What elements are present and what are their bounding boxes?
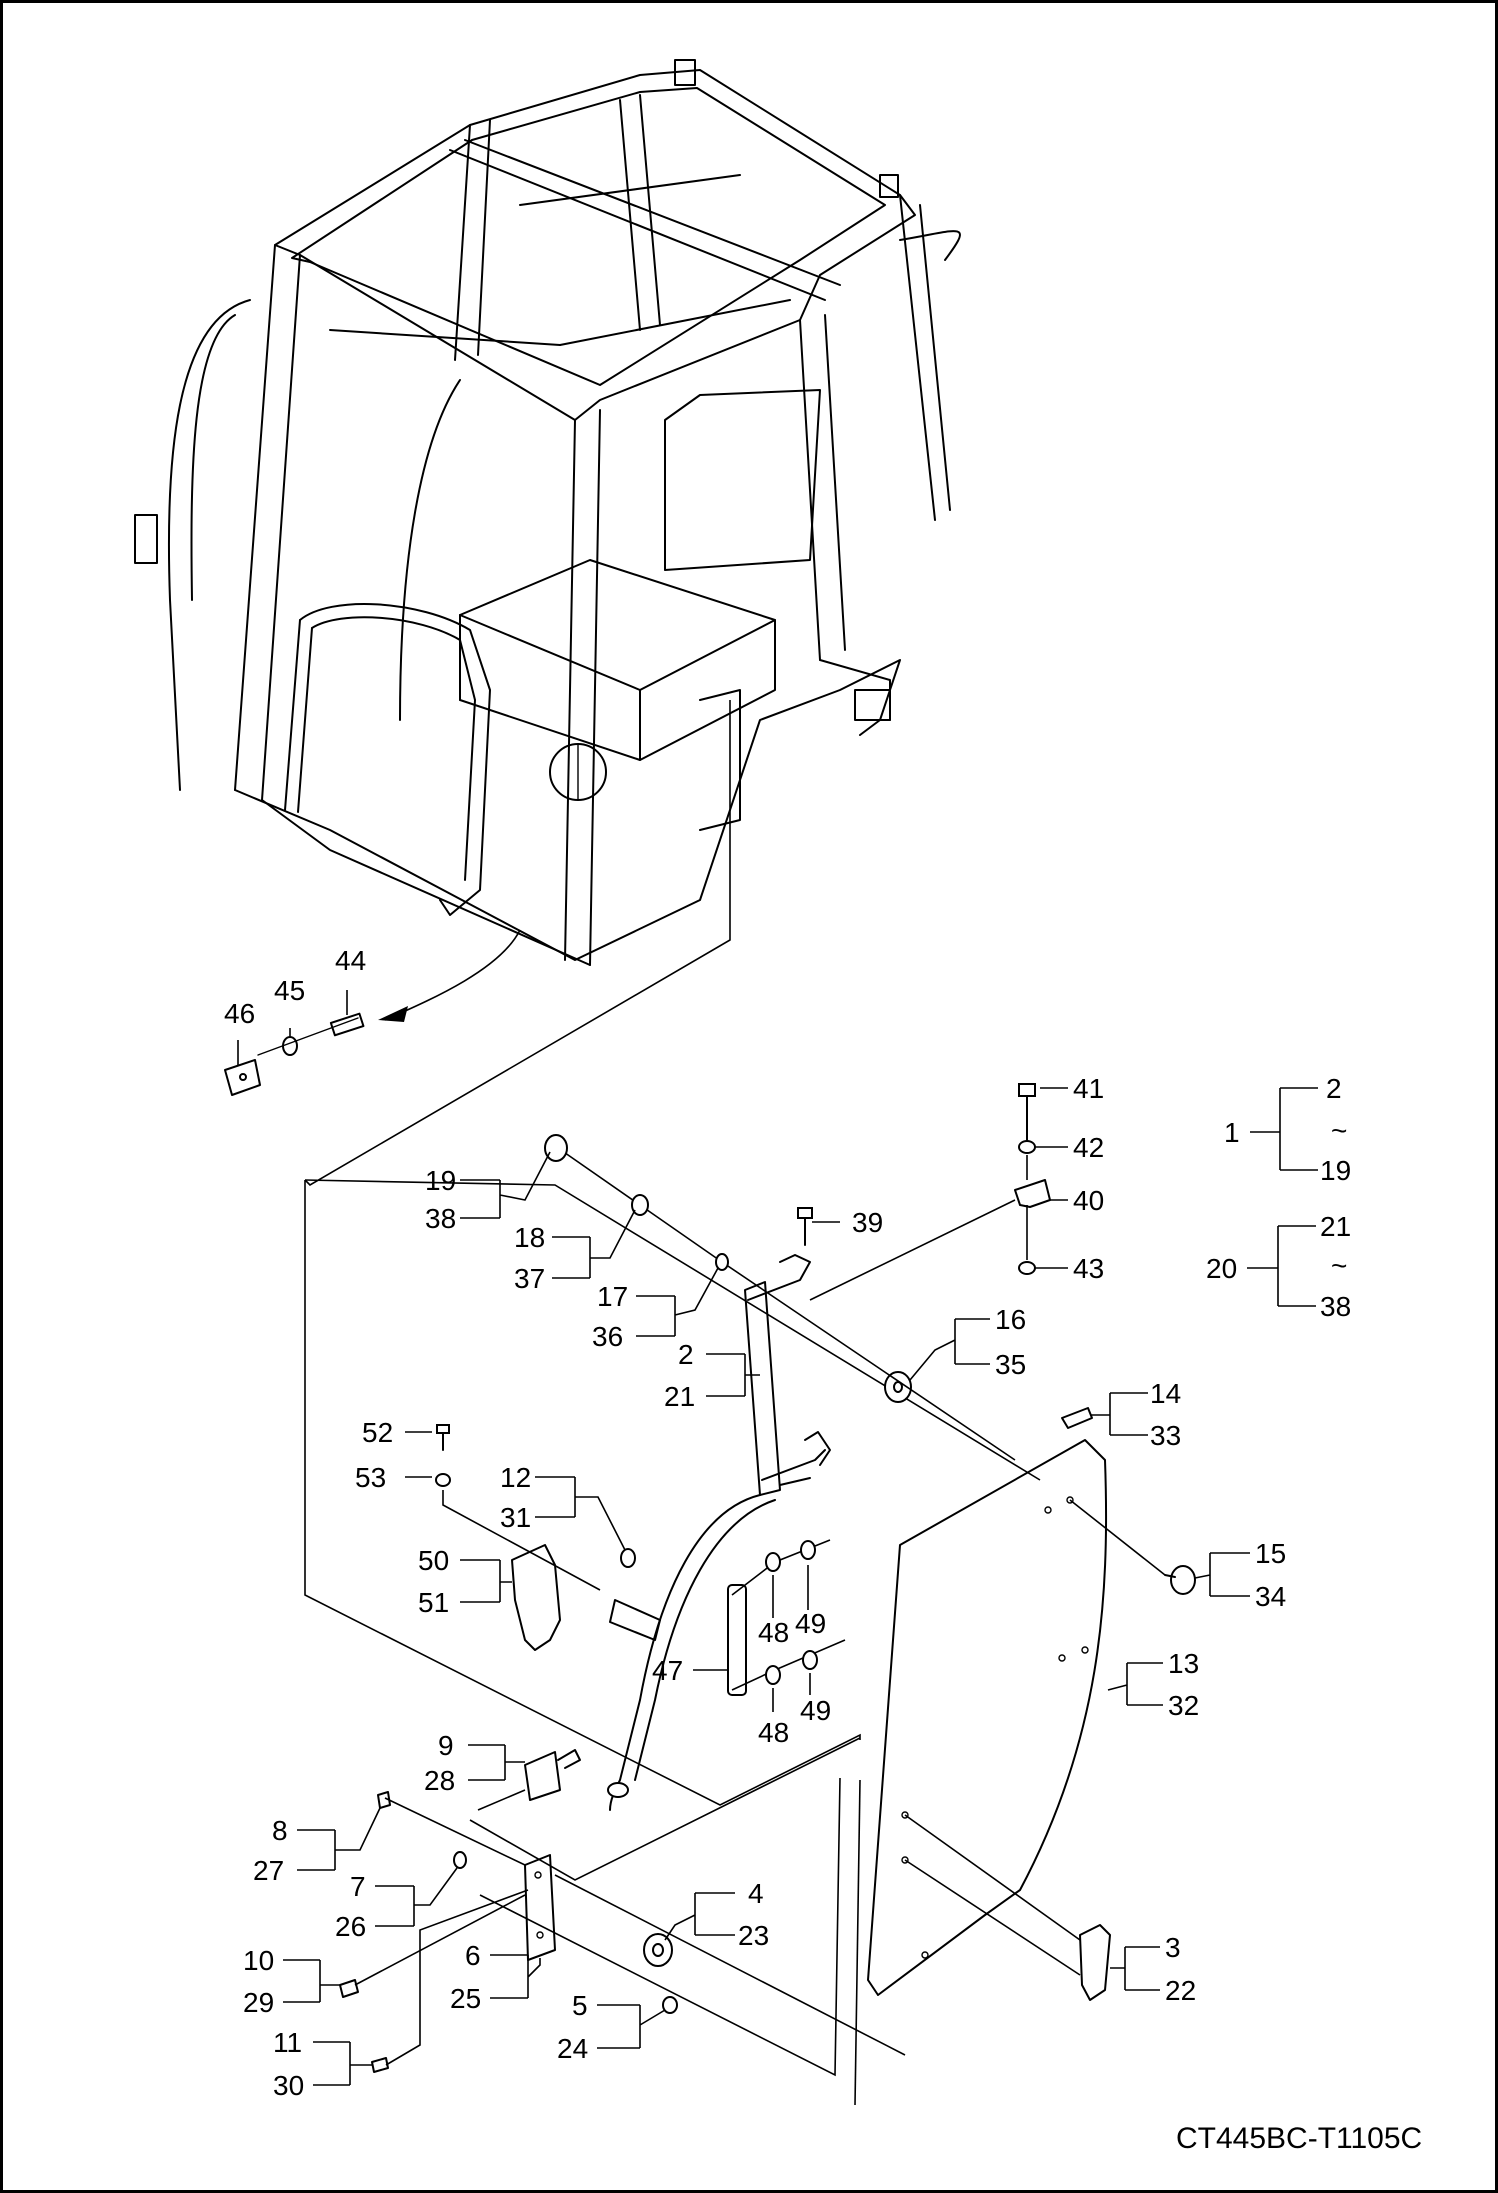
callout-14: 14 <box>1150 1378 1181 1409</box>
callout-29: 29 <box>243 1987 274 2018</box>
callout-23: 23 <box>738 1920 769 1951</box>
callout-26: 26 <box>335 1911 366 1942</box>
callout-7: 7 <box>350 1871 366 1902</box>
callout-13: 13 <box>1168 1648 1199 1679</box>
callout-21: 21 <box>664 1381 695 1412</box>
callout-25: 25 <box>450 1983 481 2014</box>
callout-11: 11 <box>273 2027 302 2058</box>
callout-5: 5 <box>572 1990 588 2021</box>
callout-31: 31 <box>500 1502 531 1533</box>
callout-53: 53 <box>355 1462 386 1493</box>
callout-2: 2 <box>678 1339 694 1370</box>
callout-46: 46 <box>224 998 255 1029</box>
pin-group-44-46 <box>224 1012 365 1096</box>
callout-47: 47 <box>652 1655 683 1686</box>
callout-18: 18 <box>514 1222 545 1253</box>
callout-43: 43 <box>1073 1253 1104 1284</box>
callout-28: 28 <box>424 1765 455 1796</box>
callout-36: 36 <box>592 1321 623 1352</box>
callout-6: 6 <box>465 1940 481 1971</box>
callout-44: 44 <box>335 945 366 976</box>
callout-37: 37 <box>514 1263 545 1294</box>
door-assembly-drawing <box>304 1083 1196 2106</box>
callout-12: 12 <box>500 1462 531 1493</box>
cab-frame-drawing <box>134 59 961 966</box>
callout-10: 10 <box>243 1945 274 1976</box>
callout-51: 51 <box>418 1587 449 1618</box>
callout-42: 42 <box>1073 1132 1104 1163</box>
callout-49-lower: 49 <box>800 1695 831 1726</box>
callout-19: 19 <box>425 1165 456 1196</box>
group-20-head: 20 <box>1206 1253 1237 1284</box>
group-20-tilde: ~ <box>1331 1250 1347 1281</box>
callout-24: 24 <box>557 2033 588 2064</box>
callout-41: 41 <box>1073 1073 1104 1104</box>
group-20-top: 21 <box>1320 1211 1351 1242</box>
callout-22: 22 <box>1165 1975 1196 2006</box>
group-1-bottom: 19 <box>1320 1155 1351 1186</box>
group-1-top: 2 <box>1326 1073 1342 1104</box>
callout-leaders <box>237 990 1318 2086</box>
callout-9: 9 <box>438 1730 454 1761</box>
callout-4: 4 <box>748 1878 764 1909</box>
callout-49-upper: 49 <box>795 1608 826 1639</box>
callout-17: 17 <box>597 1281 628 1312</box>
callout-33: 33 <box>1150 1420 1181 1451</box>
group-1-head: 1 <box>1224 1117 1240 1148</box>
callout-32: 32 <box>1168 1690 1199 1721</box>
group-20-bottom: 38 <box>1320 1291 1351 1322</box>
callout-39: 39 <box>852 1207 883 1238</box>
callout-52: 52 <box>362 1417 393 1448</box>
callout-labels: 44 45 46 41 42 40 43 39 1 2 ~ 19 20 21 ~… <box>224 945 1422 2155</box>
callout-50: 50 <box>418 1545 449 1576</box>
callout-34: 34 <box>1255 1581 1286 1612</box>
callout-16: 16 <box>995 1304 1026 1335</box>
leader-cab-to-pin <box>304 700 731 1187</box>
callout-48-lower: 48 <box>758 1717 789 1748</box>
drawing-code: CT445BC-T1105C <box>1176 2122 1422 2155</box>
callout-48-upper: 48 <box>758 1617 789 1648</box>
curved-arrow-to-pin <box>384 929 521 1021</box>
callout-8: 8 <box>272 1815 288 1846</box>
callout-38: 38 <box>425 1203 456 1234</box>
callout-30: 30 <box>273 2070 304 2101</box>
callout-35: 35 <box>995 1349 1026 1380</box>
callout-27: 27 <box>253 1855 284 1886</box>
group-1-tilde: ~ <box>1331 1115 1347 1146</box>
callout-3: 3 <box>1165 1932 1181 1963</box>
callout-15: 15 <box>1255 1538 1286 1569</box>
arrow-head <box>378 1006 408 1022</box>
callout-40: 40 <box>1073 1185 1104 1216</box>
callout-45: 45 <box>274 975 305 1006</box>
